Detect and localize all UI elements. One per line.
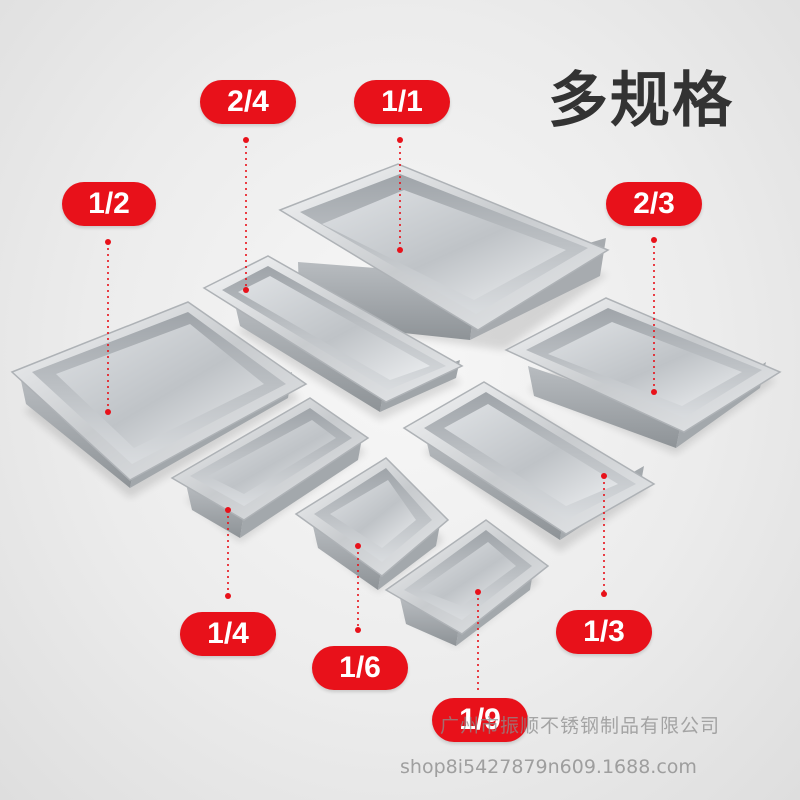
- size-tag-two-fourths: 2/4: [200, 80, 296, 124]
- watermark-url: shop8i5427879n609.1688.com: [400, 756, 697, 778]
- size-tag-two-thirds: 2/3: [606, 182, 702, 226]
- watermark-company: 广州市振顺不锈钢制品有限公司: [440, 715, 721, 737]
- leader-dots: [105, 137, 657, 633]
- size-tag-quarter: 1/4: [180, 612, 276, 656]
- size-tag-full: 1/1: [354, 80, 450, 124]
- leader-lines: [107, 140, 655, 690]
- page-title: 多规格: [548, 66, 734, 136]
- pan-half-size: [10, 301, 308, 498]
- size-tag-ninth: 1/9: [432, 698, 528, 742]
- pan-ninth-size: [384, 519, 550, 646]
- pan-third-size: [402, 381, 656, 552]
- pan-sixth-size: [294, 457, 450, 592]
- size-tag-half: 1/2: [62, 182, 156, 226]
- size-tag-sixth: 1/6: [312, 646, 408, 690]
- pan-two-thirds-size: [504, 297, 782, 454]
- size-tag-third: 1/3: [556, 610, 652, 654]
